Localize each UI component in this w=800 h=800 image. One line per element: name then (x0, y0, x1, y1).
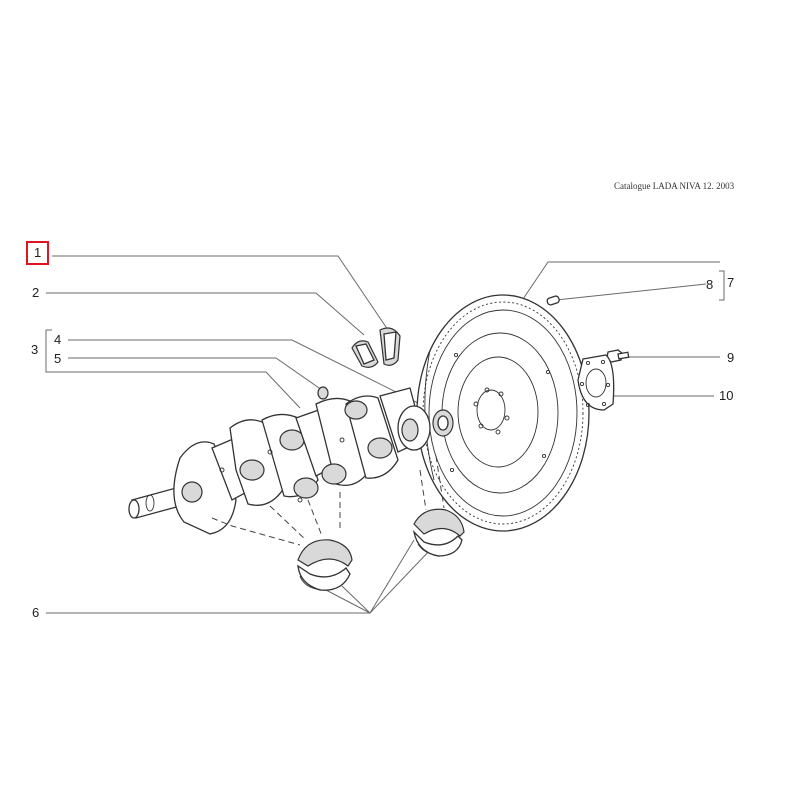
flywheel-bolt[interactable] (606, 349, 630, 363)
callout-9[interactable]: 9 (727, 350, 735, 365)
flywheel[interactable] (416, 294, 590, 532)
main-bearing-shells-right[interactable] (412, 508, 465, 557)
leader-lines (45, 255, 725, 614)
thrust-half-rings[interactable] (351, 327, 401, 368)
input-shaft-bearing[interactable] (432, 409, 454, 437)
crankshaft[interactable] (128, 387, 431, 535)
callout-2[interactable]: 2 (32, 285, 40, 300)
catalogue-caption: Catalogue LADA NIVA 12. 2003 (614, 181, 735, 191)
dowel-pin[interactable] (546, 295, 560, 306)
crankshaft-plug[interactable] (317, 386, 329, 400)
callout-10[interactable]: 10 (719, 388, 734, 403)
callout-7[interactable]: 7 (727, 275, 735, 290)
callout-1[interactable]: 1 (26, 241, 50, 265)
callout-4[interactable]: 4 (54, 332, 62, 347)
bolt-washer-plate[interactable] (577, 354, 615, 411)
callout-6[interactable]: 6 (32, 605, 40, 620)
projection-lines (211, 455, 445, 546)
main-bearing-shells-left[interactable] (297, 539, 353, 591)
callout-8[interactable]: 8 (706, 277, 714, 292)
callout-3[interactable]: 3 (31, 342, 39, 357)
callout-5[interactable]: 5 (54, 351, 62, 366)
